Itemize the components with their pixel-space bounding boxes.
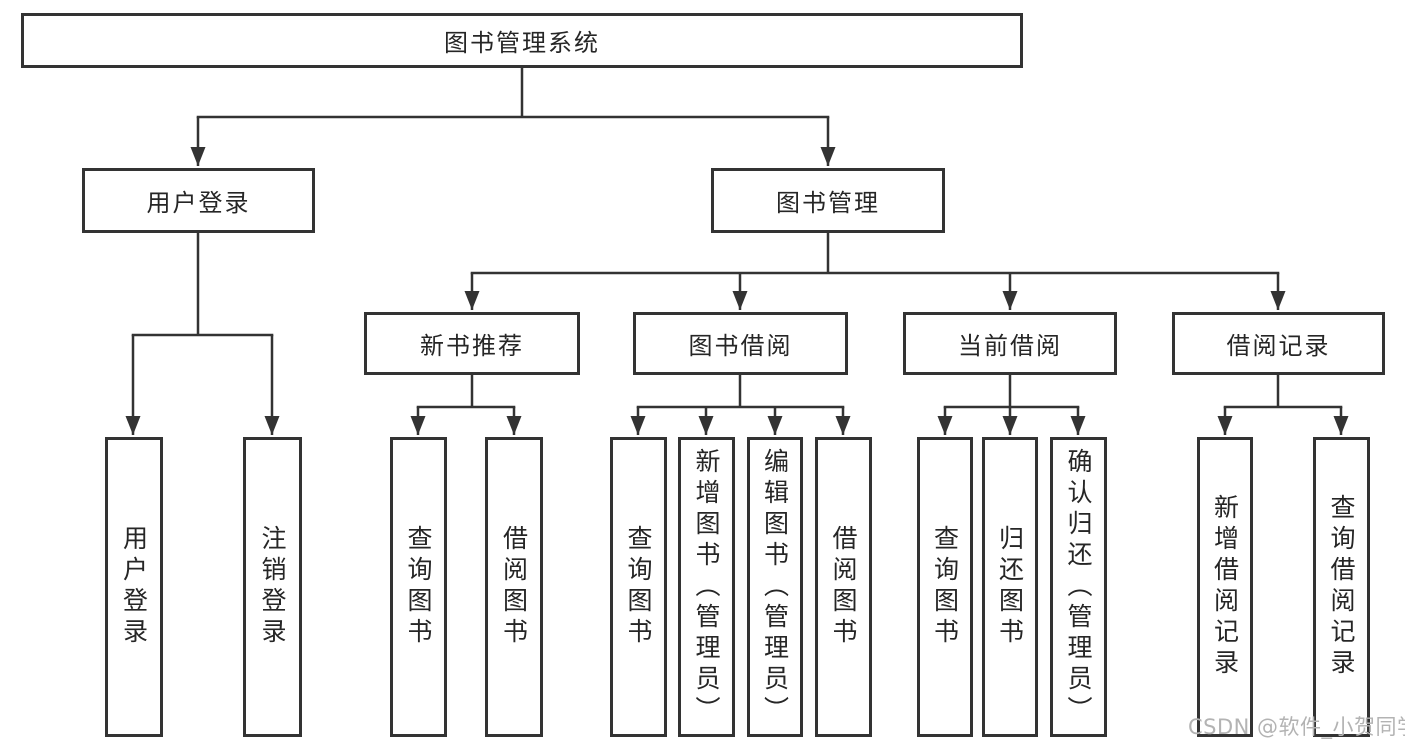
leaf-borrowing-edit-books-admin: 编辑图书（管理员） [747, 437, 803, 737]
node-label: 查询借阅记录 [1327, 494, 1356, 680]
leaf-newbook-borrow-books: 借阅图书 [485, 437, 543, 737]
node-label: 新增借阅记录 [1210, 494, 1240, 680]
connector-newbook-to-leaves [410, 375, 522, 435]
node-label: 借阅图书 [499, 525, 529, 649]
node-label: 新增图书（管理员） [692, 447, 721, 727]
node-library-management-system: 图书管理系统 [21, 13, 1023, 68]
node-label: 注销登录 [258, 525, 287, 649]
connector-records-to-leaves [1217, 375, 1349, 435]
node-label: 借阅记录 [1226, 332, 1331, 360]
leaf-borrowing-query-books: 查询图书 [610, 437, 667, 737]
leaf-logout: 注销登录 [243, 437, 302, 737]
node-book-borrowing: 图书借阅 [633, 312, 848, 375]
node-current-borrowing: 当前借阅 [903, 312, 1117, 375]
node-label: 图书借阅 [688, 332, 793, 360]
node-label: 归还图书 [995, 525, 1025, 649]
node-label: 新书推荐 [420, 332, 524, 360]
leaf-records-add-record: 新增借阅记录 [1197, 437, 1253, 737]
node-label: 当前借阅 [958, 332, 1062, 360]
leaf-newbook-query-books: 查询图书 [390, 437, 447, 737]
leaf-borrowing-add-books-admin: 新增图书（管理员） [678, 437, 735, 737]
node-label: 编辑图书（管理员） [760, 447, 790, 727]
connector-login-to-leaves [125, 233, 280, 435]
node-label: 查询图书 [930, 525, 960, 649]
connector-current-to-leaves [937, 375, 1086, 435]
node-borrowing-records: 借阅记录 [1172, 312, 1385, 375]
node-new-book-recommend: 新书推荐 [364, 312, 580, 375]
connector-mgmt-to-level3 [464, 233, 1286, 310]
leaf-user-login: 用户登录 [105, 437, 163, 737]
node-label: 查询图书 [404, 525, 433, 649]
leaf-current-return-books: 归还图书 [982, 437, 1038, 737]
node-label: 确认归还（管理员） [1064, 447, 1093, 727]
node-book-management: 图书管理 [711, 168, 945, 233]
connector-root-to-level2 [190, 68, 836, 166]
node-user-login: 用户登录 [82, 168, 315, 233]
leaf-records-query-record: 查询借阅记录 [1313, 437, 1370, 737]
node-label: 图书管理 [776, 189, 880, 217]
node-label: 用户登录 [119, 525, 149, 649]
leaf-current-query-books: 查询图书 [917, 437, 973, 737]
leaf-current-confirm-return-admin: 确认归还（管理员） [1050, 437, 1107, 737]
connector-borrow-to-leaves [630, 375, 851, 435]
node-label: 图书管理系统 [444, 29, 600, 57]
leaf-borrowing-borrow-books: 借阅图书 [815, 437, 872, 737]
csdn-watermark: CSDN @软件_小贺同学 [1188, 715, 1405, 739]
node-label: 借阅图书 [829, 525, 858, 649]
node-label: 查询图书 [624, 525, 653, 649]
node-label: 用户登录 [146, 189, 251, 217]
